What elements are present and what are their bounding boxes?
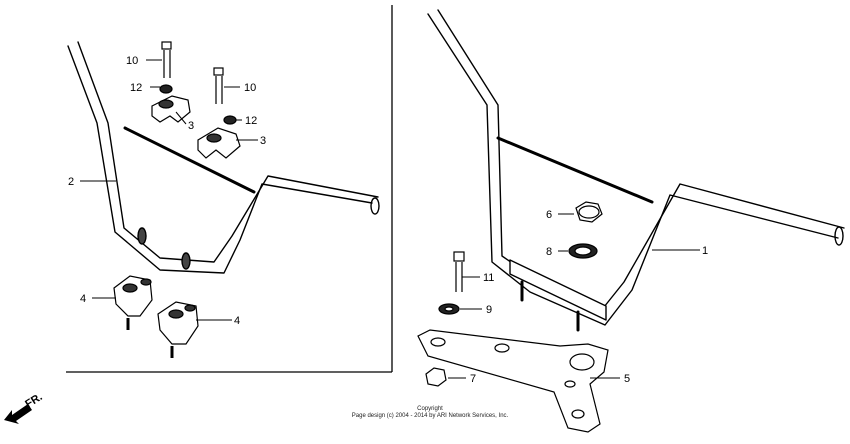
handlebar-left-drawing (67, 41, 380, 274)
callout-8: 8 (546, 246, 552, 258)
copyright-text: Page design (c) 2004 - 2014 by ARI Netwo… (351, 413, 509, 419)
front-direction-indicator: FR. (4, 391, 45, 424)
callout-7: 7 (470, 373, 476, 385)
copyright-title: Copyright (417, 406, 443, 412)
callout-10-top-right: 10 (244, 82, 256, 94)
callout-4-left: 4 (80, 293, 86, 305)
callout-12-top-right: 12 (245, 115, 257, 127)
handlebar-right-drawing (427, 9, 845, 332)
callout-4-right: 4 (234, 315, 240, 327)
diagram-frame (66, 5, 393, 373)
right-small-parts (417, 201, 609, 433)
left-small-parts (113, 41, 241, 358)
callout-9: 9 (486, 304, 492, 316)
copyright-notice: Copyright Page design (c) 2004 - 2014 by… (330, 406, 530, 420)
callout-labels: 10 12 3 10 12 3 2 4 4 6 8 1 11 9 7 5 (68, 55, 708, 385)
callout-3-top-left: 3 (188, 120, 194, 132)
leader-lines (80, 59, 700, 379)
callout-12-top-left: 12 (130, 82, 142, 94)
front-arrow-icon (4, 404, 32, 424)
callout-10-top-left: 10 (126, 55, 138, 67)
callout-5: 5 (624, 373, 630, 385)
callout-6: 6 (546, 209, 552, 221)
callout-3-top-right: 3 (260, 135, 266, 147)
callout-2: 2 (68, 176, 74, 188)
callout-1: 1 (702, 245, 708, 257)
callout-11: 11 (483, 272, 494, 284)
